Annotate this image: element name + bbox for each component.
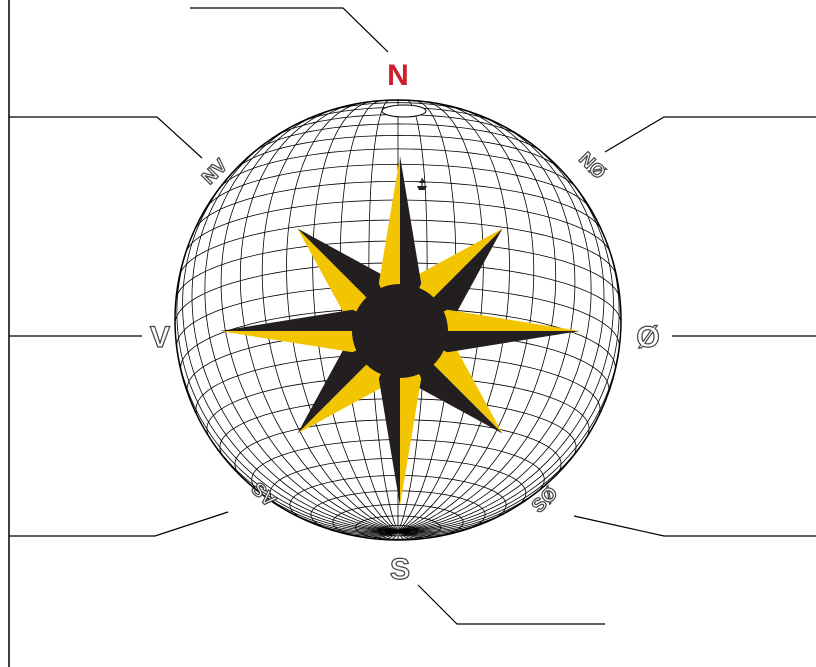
leader-n [190,8,388,52]
label-west: V [150,321,170,354]
label-east: Ø [636,321,659,354]
leader-ne [605,117,816,152]
star-center-disc [352,284,448,378]
leader-nw [9,117,202,158]
label-northeast: NØ [574,149,609,184]
label-north: N [387,59,409,92]
leader-sw [9,512,228,536]
label-south: S [390,553,410,586]
leader-se [574,516,816,536]
north-pole-cap [382,105,426,117]
leader-s [418,585,605,624]
